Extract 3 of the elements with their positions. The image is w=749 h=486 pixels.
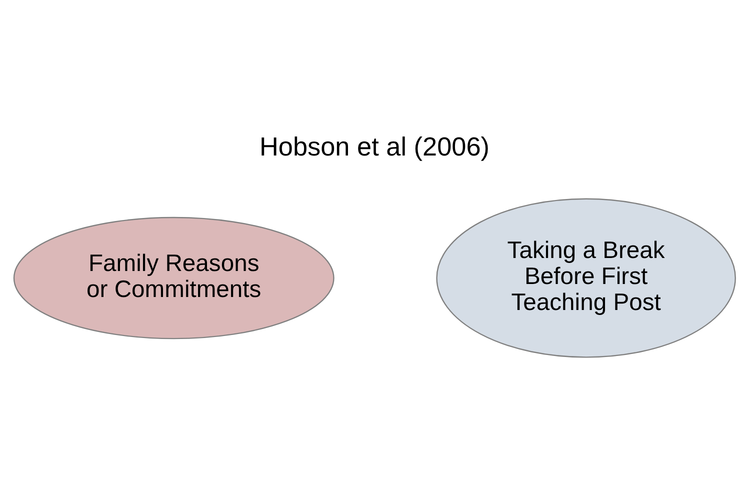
diagram-title: Hobson et al (2006) xyxy=(259,131,490,161)
node-ellipse: Taking a Break Before First Teaching Post xyxy=(436,198,736,358)
node-ellipse: Family Reasons or Commitments xyxy=(13,216,334,339)
